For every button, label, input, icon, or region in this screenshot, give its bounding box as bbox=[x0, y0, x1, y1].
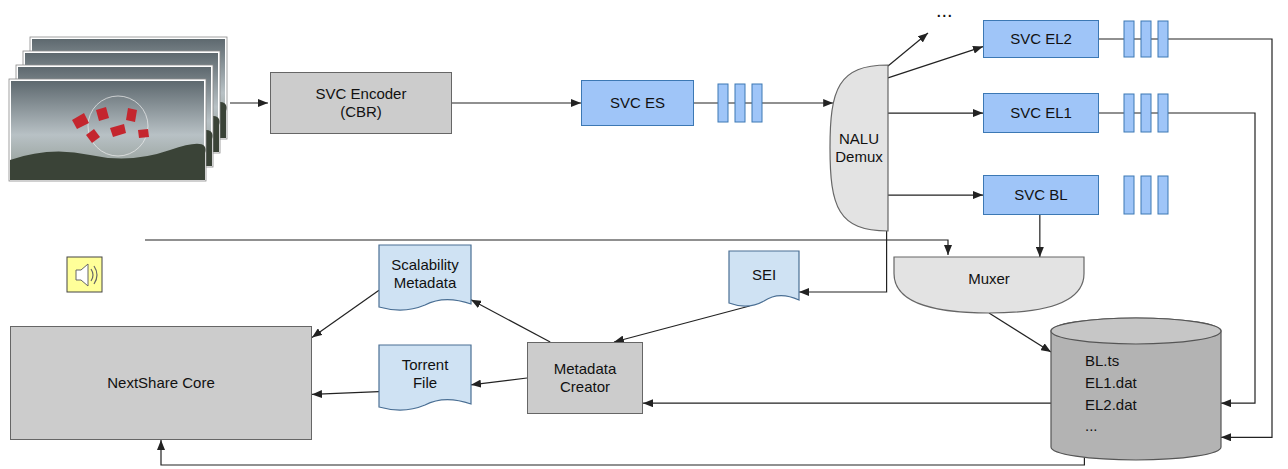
connector-arrow bbox=[161, 440, 1084, 465]
node-text: SVC ES bbox=[610, 94, 665, 112]
queue-bar bbox=[1158, 21, 1168, 57]
stream-box: SVC BL bbox=[983, 175, 1099, 215]
connector-arrow bbox=[312, 290, 379, 337]
shape-path bbox=[379, 245, 471, 310]
queue-bar bbox=[1141, 94, 1151, 132]
storage-cylinder: BL.tsEL1.datEL2.dat... bbox=[1050, 318, 1222, 460]
connector-arrow bbox=[471, 300, 550, 342]
queue-bar bbox=[1124, 94, 1134, 132]
connector-arrow bbox=[1039, 215, 1040, 257]
node-text: NextShare Core bbox=[107, 374, 215, 392]
node-text: Torrent File bbox=[395, 356, 455, 392]
shape-path bbox=[830, 65, 888, 231]
queue-bar bbox=[1124, 21, 1134, 57]
connector-arrow bbox=[452, 102, 581, 103]
node-text: SVC BL bbox=[1014, 186, 1067, 204]
shape-path bbox=[729, 251, 799, 306]
connector-arrow bbox=[888, 194, 983, 195]
speaker-icon bbox=[67, 257, 102, 292]
process-box: SVC Encoder (CBR) bbox=[270, 72, 452, 134]
connector-arrow bbox=[643, 403, 1051, 404]
cylinder-rim bbox=[1051, 318, 1221, 344]
video-frame bbox=[9, 79, 206, 181]
node-text: NALU Demux bbox=[831, 130, 887, 166]
queue-bar bbox=[718, 84, 728, 122]
queue-bar bbox=[1141, 176, 1151, 214]
node-text: SVC EL2 bbox=[1010, 30, 1072, 48]
video-frames bbox=[9, 37, 227, 181]
ellipsis-label: ... bbox=[936, 0, 953, 20]
muxer-shape: Muxer bbox=[893, 256, 1085, 314]
queue-bar bbox=[1158, 94, 1168, 132]
queue-bar bbox=[735, 84, 745, 122]
process-box: Metadata Creator bbox=[527, 342, 643, 414]
connector-arrow bbox=[694, 102, 833, 103]
shape-path bbox=[894, 257, 1084, 313]
more-layers-arrow bbox=[888, 33, 928, 66]
connector-arrow bbox=[471, 378, 527, 385]
node-text: EL2.dat bbox=[1085, 394, 1137, 416]
node-text: SEI bbox=[752, 266, 776, 284]
document-shape: Torrent File bbox=[378, 344, 472, 412]
node-text: Metadata Creator bbox=[535, 360, 635, 396]
shape-path bbox=[379, 345, 471, 410]
connector-arrow bbox=[989, 313, 1051, 352]
connector-arrow bbox=[312, 392, 379, 395]
node-text: Muxer bbox=[968, 270, 1010, 288]
node-text: SVC Encoder (CBR) bbox=[311, 85, 411, 121]
queue-bar bbox=[752, 84, 762, 122]
connector-arrow bbox=[799, 231, 887, 292]
input-arrow bbox=[230, 102, 268, 103]
process-box: NextShare Core bbox=[10, 326, 312, 440]
queue-bar bbox=[1158, 176, 1168, 214]
connector-arrow bbox=[888, 112, 983, 113]
node-text: Scalability Metadata bbox=[385, 256, 465, 292]
document-shape: Scalability Metadata bbox=[378, 244, 472, 312]
connector-arrow bbox=[614, 306, 750, 342]
node-text: EL1.dat bbox=[1085, 372, 1137, 394]
node-text: ... bbox=[1085, 415, 1098, 437]
shape-path bbox=[1051, 318, 1221, 460]
document-shape: SEI bbox=[728, 250, 800, 308]
node-text: SVC EL1 bbox=[1010, 104, 1072, 122]
demux-shape: NALU Demux bbox=[829, 64, 889, 232]
node-text: BL.ts bbox=[1085, 350, 1119, 372]
queue-bar bbox=[1141, 21, 1151, 57]
audio-line bbox=[145, 240, 948, 255]
queue-bar bbox=[1124, 176, 1134, 214]
stream-box: SVC EL1 bbox=[983, 93, 1099, 133]
stream-box: SVC ES bbox=[581, 80, 694, 126]
connector-arrow bbox=[888, 47, 983, 78]
stream-box: SVC EL2 bbox=[983, 20, 1099, 58]
